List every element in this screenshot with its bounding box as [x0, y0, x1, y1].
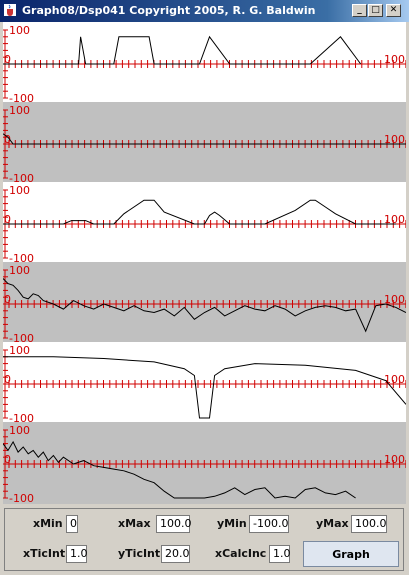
xticint-label: xTicInt: [23, 547, 66, 560]
window-title: Graph08/Dsp041 Copyright 2005, R. G. Bal…: [22, 4, 316, 17]
yticint-label: yTicInt: [118, 547, 161, 560]
y-max-label: 100: [9, 104, 30, 117]
y-min-label: -100: [9, 492, 34, 504]
ymin-field[interactable]: -100.0: [249, 515, 289, 533]
y-min-label: -100: [9, 172, 34, 185]
xticint-field[interactable]: 1.0: [66, 545, 88, 563]
y-max-label: 100: [9, 184, 30, 197]
y-max-label: 100: [9, 264, 30, 277]
ymax-field[interactable]: 100.0: [351, 515, 387, 533]
xcalcinc-label: xCalcInc: [215, 547, 267, 560]
plot-5-series-line: [3, 356, 406, 419]
x-max-label: 100: [384, 373, 405, 386]
y-min-label: -100: [9, 92, 34, 105]
xcalcinc-field[interactable]: 1.0: [269, 545, 291, 563]
y-zero-label: 0: [4, 53, 11, 66]
xmin-label: xMin: [33, 517, 63, 530]
ymin-label: yMin: [217, 517, 247, 530]
y-min-label: -100: [9, 332, 34, 345]
java-cup-icon: [4, 4, 16, 16]
plot-3-series-line: [3, 199, 396, 225]
y-min-label: -100: [9, 252, 34, 265]
plot-1-series-line: [3, 35, 362, 65]
y-zero-label: 0: [4, 373, 11, 386]
y-zero-label: 0: [4, 453, 11, 466]
close-button[interactable]: ✕: [386, 4, 401, 17]
plots-canvas: 1000-1001001000-1001001000-1001001000-10…: [3, 22, 406, 504]
ymax-label: yMax: [316, 517, 349, 530]
graph-button[interactable]: Graph: [303, 541, 399, 567]
maximize-button[interactable]: □: [368, 4, 383, 17]
xmax-field[interactable]: 100.0: [156, 515, 192, 533]
x-max-label: 100: [384, 453, 405, 466]
xmin-field[interactable]: 0: [66, 515, 78, 533]
plot-6-series-line: [3, 440, 356, 499]
x-max-label: 100: [384, 133, 405, 146]
y-max-label: 100: [9, 344, 30, 357]
y-zero-label: 0: [4, 213, 11, 226]
y-zero-label: 0: [4, 133, 11, 146]
y-min-label: -100: [9, 412, 34, 425]
plot-4-series-line: [3, 278, 406, 333]
minimize-button[interactable]: _: [352, 4, 367, 17]
title-bar[interactable]: Graph08/Dsp041 Copyright 2005, R. G. Bal…: [0, 0, 409, 22]
y-max-label: 100: [9, 424, 30, 437]
x-max-label: 100: [384, 53, 405, 66]
y-zero-label: 0: [4, 293, 11, 306]
control-panel: xMin 0 xMax 100.0 yMin -100.0 yMax 100.0…: [4, 508, 404, 571]
x-max-label: 100: [384, 293, 405, 306]
yticint-field[interactable]: 20.0: [161, 545, 190, 563]
x-max-label: 100: [384, 213, 405, 226]
plot-2-series-line: [3, 133, 406, 145]
y-max-label: 100: [9, 24, 30, 37]
xmax-label: xMax: [118, 517, 151, 530]
